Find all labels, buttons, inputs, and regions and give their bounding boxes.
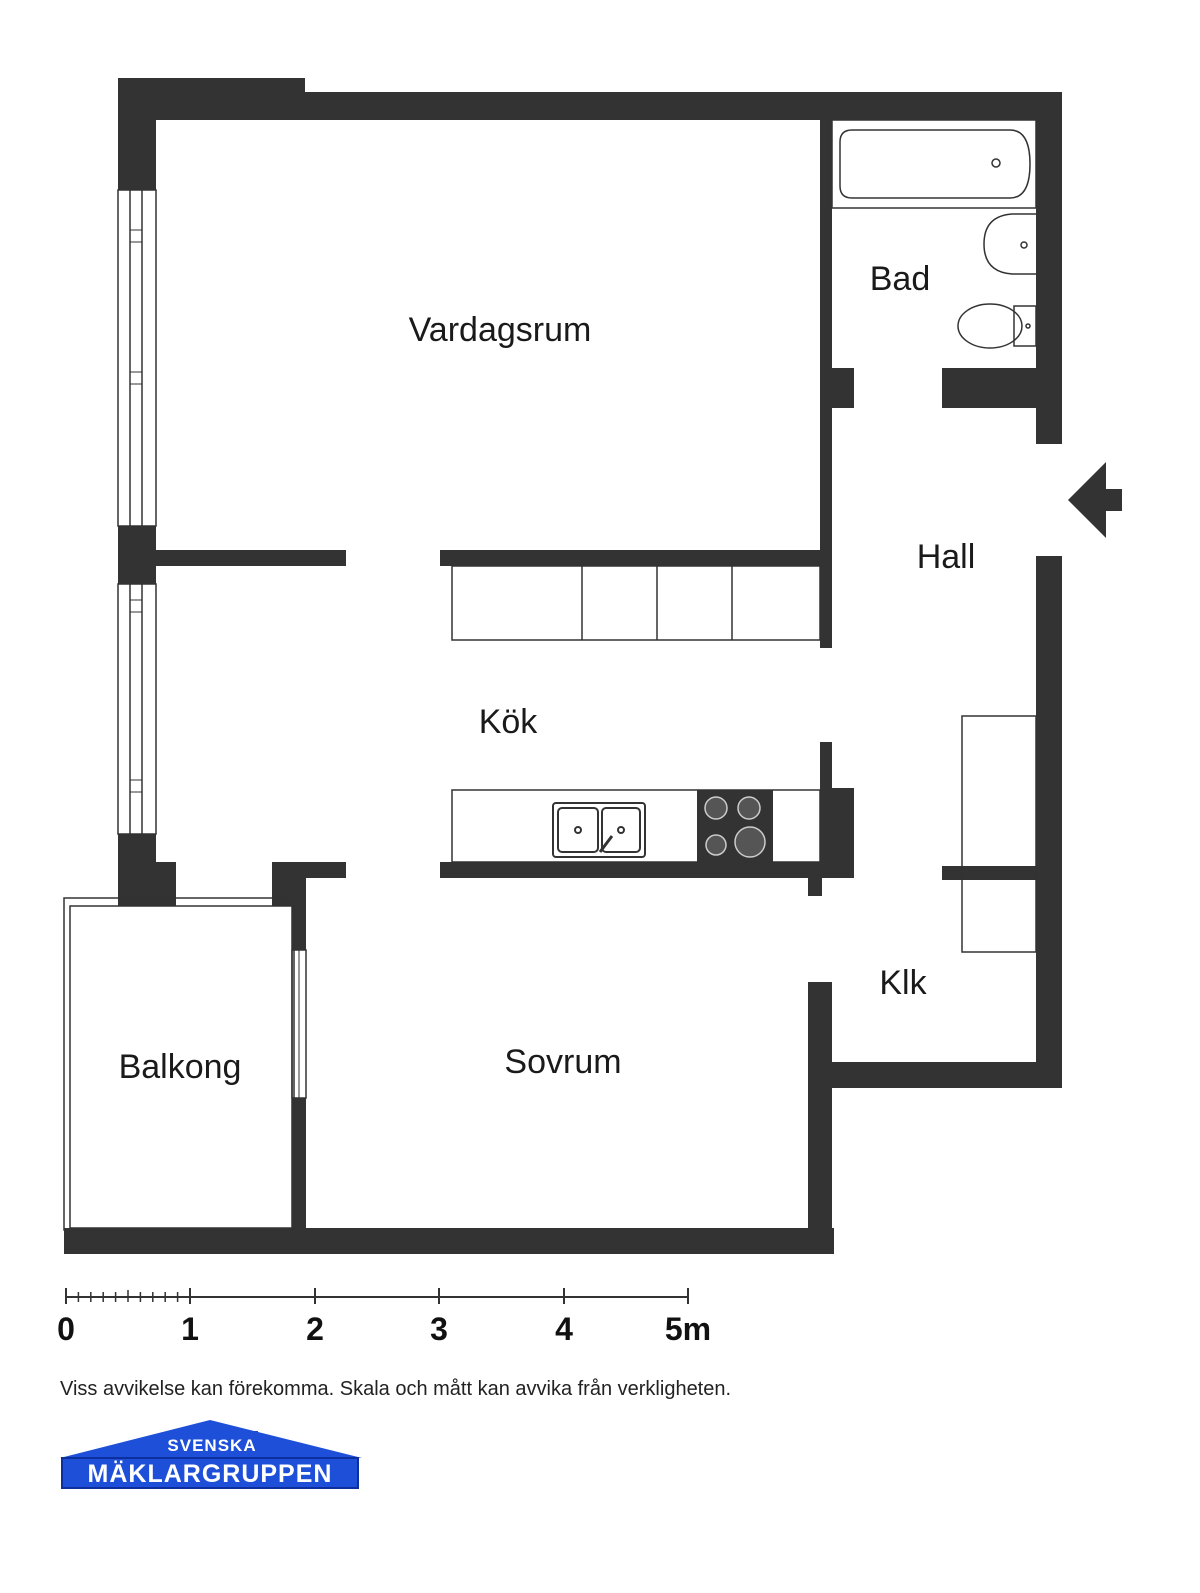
- upper-cabinets: [451, 565, 821, 641]
- toilet: [957, 303, 1037, 349]
- scale-tick-5m: 5m: [665, 1311, 711, 1347]
- logo-text-svenska: SVENSKA: [167, 1436, 256, 1455]
- stove-icon: [697, 790, 773, 862]
- scale-tick-3: 3: [430, 1311, 448, 1347]
- room-label-klk: Klk: [879, 964, 927, 1002]
- disclaimer-text: Viss avvikelse kan förekomma. Skala och …: [60, 1378, 732, 1400]
- room-label-vardagsrum: Vardagsrum: [409, 311, 592, 349]
- scale-tick-0: 0: [57, 1311, 75, 1347]
- room-label-balkong: Balkong: [119, 1048, 242, 1086]
- balcony: [63, 897, 295, 1231]
- svenska-maklargruppen-logo: SVENSKA MÄKLARGRUPPEN: [60, 1420, 362, 1489]
- bathtub: [831, 119, 1037, 209]
- scale-tick-2: 2: [306, 1311, 324, 1347]
- wardrobe: [961, 715, 1037, 953]
- scale-tick-4: 4: [555, 1311, 573, 1347]
- room-label-sovrum: Sovrum: [504, 1043, 621, 1081]
- scale-bar: [65, 1288, 689, 1304]
- logo-text-maklargruppen: MÄKLARGRUPPEN: [88, 1460, 333, 1488]
- window-upper: [117, 189, 157, 527]
- room-label-kok: Kök: [479, 703, 539, 741]
- window-lower: [117, 583, 157, 835]
- room-label-bad: Bad: [870, 260, 931, 298]
- entrance-arrow-icon: [1068, 462, 1122, 538]
- walls: [64, 78, 1062, 1254]
- kitchen-counter: [451, 789, 821, 863]
- sink: [983, 213, 1036, 275]
- kitchen-sink-icon: [552, 802, 646, 858]
- room-label-hall: Hall: [917, 538, 976, 576]
- scale-tick-1: 1: [181, 1311, 199, 1347]
